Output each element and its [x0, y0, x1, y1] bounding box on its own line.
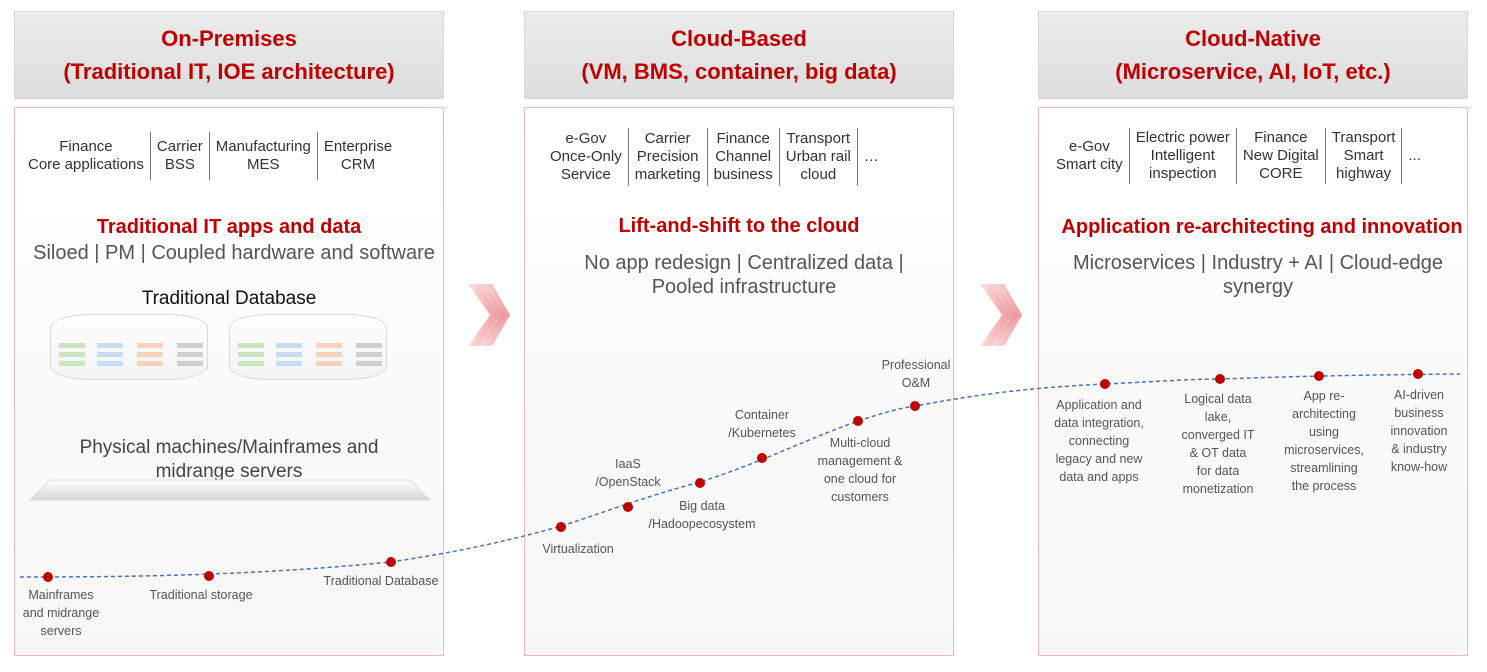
divider — [208, 132, 210, 180]
header-subtitle: (VM, BMS, container, big data) — [581, 59, 897, 84]
database-title: Traditional Database — [141, 288, 317, 309]
curve-point — [910, 401, 920, 411]
header-on-premises: On-Premises (Traditional IT, IOE archite… — [14, 11, 444, 99]
curve-point — [757, 453, 767, 463]
subtitle-on-premises: Siloed | PM | Coupled hardware and softw… — [33, 242, 435, 264]
curve-label: Big data/Hadoopecosystem — [648, 499, 756, 531]
divider — [1324, 128, 1326, 184]
curve-point — [1100, 379, 1110, 389]
divider — [1128, 128, 1130, 184]
divider — [1235, 128, 1237, 184]
chevron-right-icon — [980, 284, 1022, 346]
panel-on-premises — [14, 107, 444, 656]
divider — [1401, 128, 1403, 184]
app-more: … — [863, 148, 879, 165]
headline-cloud-based: Lift-and-shift to the cloud — [618, 215, 860, 237]
curve-point — [386, 557, 396, 567]
headline-on-premises: Traditional IT apps and data — [96, 216, 362, 238]
headline-cloud-native: Application re-architecting and innovati… — [1061, 216, 1463, 238]
divider — [706, 128, 708, 186]
divider — [778, 128, 780, 186]
curve-point — [556, 522, 566, 532]
curve-point — [1413, 369, 1423, 379]
curve-point — [1215, 374, 1225, 384]
header-title: Cloud-Based — [671, 26, 807, 51]
platform-slab — [28, 479, 432, 501]
curve-label: Container/Kubernetes — [728, 408, 796, 440]
subtitle-cloud-based: No app redesign | Centralized data | Poo… — [584, 252, 904, 298]
curve-point — [623, 502, 633, 512]
curve-point — [853, 416, 863, 426]
database-icon — [238, 343, 382, 366]
infrastructure-label: Physical machines/Mainframes and midrang… — [79, 437, 379, 482]
subtitle-cloud-native: Microservices | Industry + AI | Cloud-ed… — [1073, 252, 1443, 298]
header-cloud-based: Cloud-Based (VM, BMS, container, big dat… — [524, 11, 954, 99]
panel-cloud-native — [1038, 107, 1468, 656]
database-cylinder — [229, 314, 387, 380]
curve-point — [43, 572, 53, 582]
curve-label: IaaS/OpenStack — [595, 457, 661, 489]
database-cylinder — [50, 314, 208, 380]
curve-label: Traditional Database — [323, 574, 439, 588]
divider — [316, 132, 318, 180]
curve-label: Traditional storage — [149, 588, 253, 602]
database-icon — [59, 343, 203, 366]
divider — [627, 128, 629, 186]
curve-label: Virtualization — [542, 542, 614, 556]
divider — [149, 132, 151, 180]
header-title: Cloud-Native — [1185, 26, 1321, 51]
curve-line — [19, 373, 1461, 578]
header-subtitle: (Traditional IT, IOE architecture) — [63, 59, 395, 84]
app-more: ... — [1408, 147, 1421, 164]
header-subtitle: (Microservice, AI, IoT, etc.) — [1115, 59, 1391, 84]
curve-point — [695, 478, 705, 488]
header-title: On-Premises — [161, 26, 297, 51]
curve-point — [204, 571, 214, 581]
chevron-right-icon — [468, 284, 510, 346]
panel-cloud-based — [524, 107, 954, 656]
curve-point — [1314, 371, 1324, 381]
header-cloud-native: Cloud-Native (Microservice, AI, IoT, etc… — [1038, 11, 1468, 99]
divider — [856, 128, 858, 186]
